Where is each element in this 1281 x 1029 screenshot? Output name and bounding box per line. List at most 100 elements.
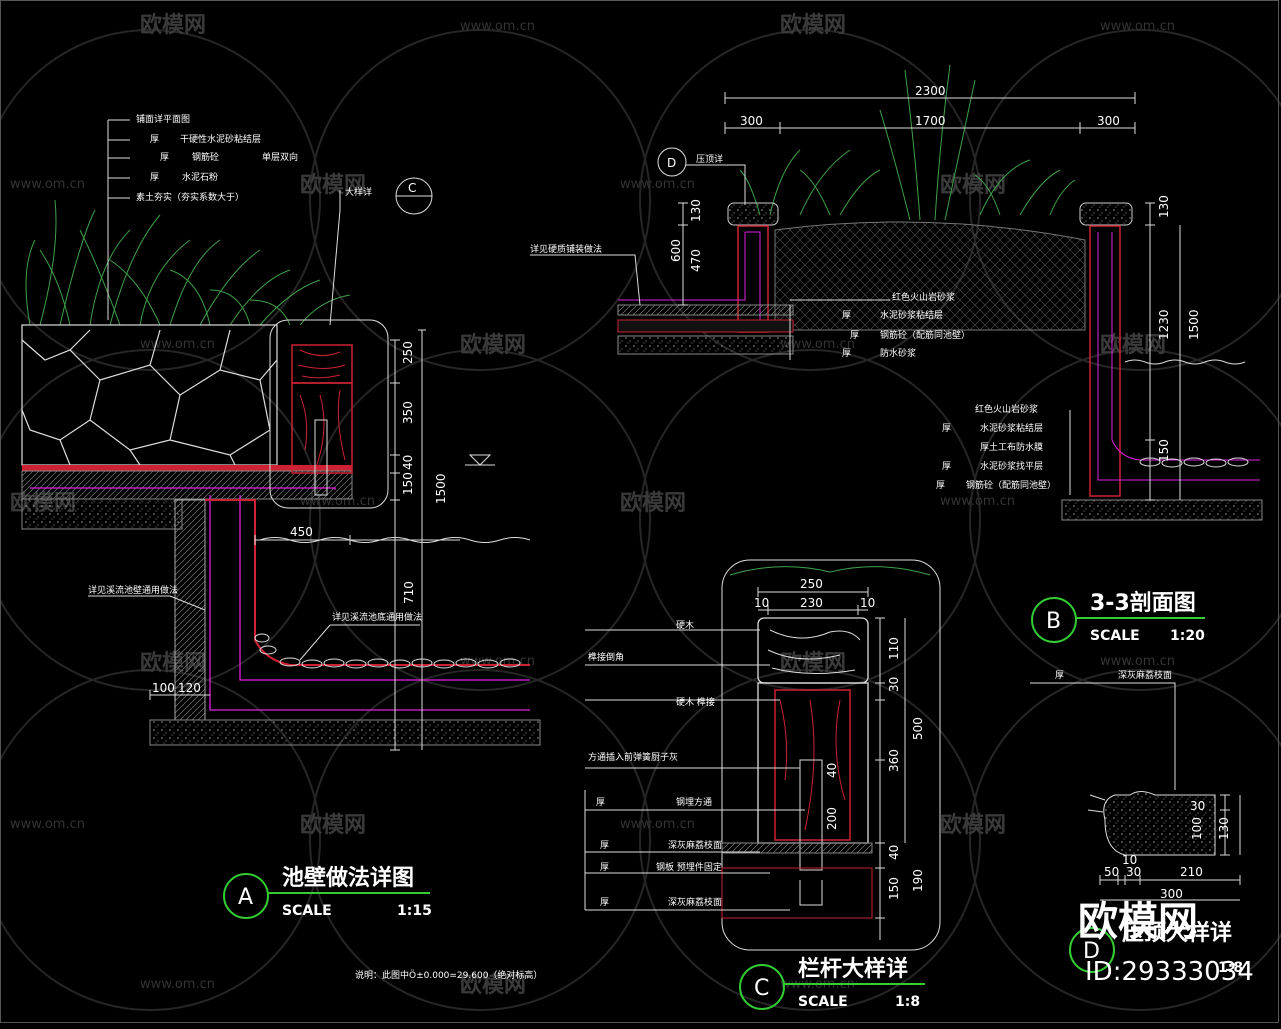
scale-value: 1:8 (1218, 960, 1243, 976)
watermark-brand: 欧模网 (300, 172, 366, 198)
steel-tube (314, 419, 328, 496)
layer-note: 厚 (942, 461, 951, 472)
base-layer (149, 719, 541, 746)
stone-pattern (21, 329, 278, 466)
layer-note: 厚 (842, 310, 851, 321)
callout-boundary (721, 559, 941, 951)
base-layer (1061, 499, 1263, 521)
rebar (618, 231, 761, 330)
note-text: 详见硬质铺装做法 (530, 243, 602, 255)
scale-label: SCALE (1090, 628, 1140, 644)
dim-label: 40 (887, 845, 901, 860)
watermark-brand: 欧模网 (1100, 332, 1166, 358)
dim-label: 40 (825, 763, 839, 778)
watermark-big-brand: 欧模网 (1078, 899, 1198, 945)
layer-note: 厚 (942, 423, 951, 434)
pebbles (254, 633, 521, 669)
watermark-brand: 欧模网 (940, 172, 1006, 198)
detail-mark: D (1083, 939, 1100, 964)
railing-post (291, 382, 353, 474)
base-layer (617, 335, 794, 355)
watermark-brand: 欧模网 (460, 972, 526, 998)
break-line (1087, 794, 1106, 813)
dim-label: 1500 (1187, 309, 1201, 340)
dim-label: 200 (825, 807, 839, 830)
coping-stone (1079, 202, 1133, 226)
callout-mark: C (408, 181, 416, 195)
leader-lines (686, 164, 746, 205)
dim-label: 120 (178, 681, 201, 695)
dim-label: 150 (887, 877, 901, 900)
label-text: 厚 (1055, 670, 1064, 681)
label-text: 厚 (596, 797, 605, 808)
soil-mound (774, 221, 1086, 331)
stone-base (721, 842, 873, 854)
scale-value: 1:20 (1170, 628, 1205, 644)
dim-label: 710 (402, 581, 416, 604)
layer-note: 水泥砂浆找平层 (980, 460, 1043, 472)
label-text: 厚 (600, 840, 609, 851)
watermark-url: www.om.cn (10, 817, 85, 832)
watermark-brand: 欧模网 (940, 812, 1006, 838)
watermark-url: www.om.cn (620, 817, 695, 832)
layer-note: 素土夯实（夯实系数大于） (136, 191, 244, 203)
dim-label: 50 (1104, 865, 1119, 879)
label-text: 厚 (600, 862, 609, 873)
label-text: 榫接倒角 (588, 651, 624, 663)
label-text: 深灰麻荔枝面 (668, 839, 722, 851)
watermark-url: www.om.cn (140, 977, 215, 992)
layer-note: 钢筋砼（配筋同池壁） (966, 479, 1056, 491)
label-text: 厚 (600, 897, 609, 908)
base-block (721, 867, 873, 919)
dim-label: 2300 (915, 84, 946, 98)
dim-label: 600 (669, 239, 683, 262)
layer-note: 厚 (150, 172, 159, 183)
dim-label: 450 (290, 525, 313, 539)
scale-label: SCALE (798, 994, 848, 1010)
callout-label: 大样详 (345, 186, 372, 198)
detail-mark: A (238, 885, 253, 910)
retaining-wall (174, 499, 206, 721)
leader-lines (584, 629, 805, 911)
dimension-lines (1099, 794, 1241, 901)
watermark-brand: 欧模网 (140, 12, 206, 38)
label-text: 钢埋方通 (676, 796, 712, 808)
layer-note: 防水砂浆 (880, 347, 916, 359)
dim-label: 210 (1180, 865, 1203, 879)
label-text: 硬木 (676, 619, 694, 631)
dim-label: 250 (401, 341, 415, 364)
detail-title: 池壁做法详图 (282, 865, 414, 891)
dim-label: 100 (152, 681, 175, 695)
plant-symbol (25, 199, 351, 326)
layer-note: 单层双向 (262, 151, 298, 163)
scale-value: 1:15 (397, 903, 432, 919)
dim-label: 30 (887, 677, 901, 692)
dim-label: 1230 (1157, 309, 1171, 340)
layer-note: 厚 (936, 480, 945, 491)
wood-grain (779, 699, 846, 831)
watermark-url: www.om.cn (620, 177, 695, 192)
watermark-id: ID:29333034 (1085, 957, 1254, 987)
detail-mark-circle (1031, 597, 1077, 643)
detail-mark-circle (1069, 927, 1115, 973)
note-text: 详见溪流池底通用做法 (332, 611, 422, 623)
dim-label: 300 (1097, 114, 1120, 128)
coping-stone (1103, 791, 1216, 856)
detail-title: 压顶大样详 (1122, 920, 1232, 946)
planter-wall (737, 225, 769, 333)
detail-mark: B (1046, 609, 1061, 634)
layer-note: 钢筋砼 (192, 151, 219, 163)
detail-mark: C (754, 976, 769, 1001)
dim-label: 10 (860, 596, 875, 610)
callout-boundary (269, 319, 389, 509)
label-text: 钢板 预埋件固定 (656, 861, 722, 873)
gravel-layer (21, 498, 183, 530)
label-text: 硬木 榫接 (676, 696, 715, 708)
watermark-layer: 欧模网 欧模网 www.om.cn www.om.cn 欧模网 欧模网 www.… (0, 12, 1281, 1011)
layer-note: 厚 (150, 134, 159, 145)
layer-note: 厚 (160, 152, 169, 163)
steel-tube (799, 759, 823, 871)
slab-layer (617, 304, 794, 316)
anchor-plate (799, 880, 823, 906)
